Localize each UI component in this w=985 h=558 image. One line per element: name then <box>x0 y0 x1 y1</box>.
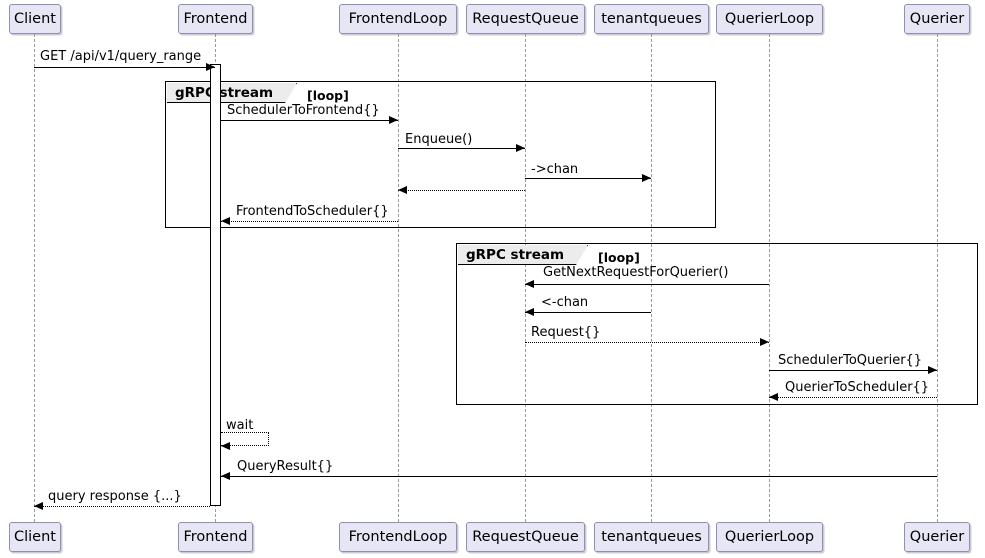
participant-querier-bottom[interactable]: Querier <box>904 522 970 552</box>
message-arrowhead-m6 <box>221 217 230 225</box>
participant-client-bottom[interactable]: Client <box>9 522 61 552</box>
participant-label: Querier <box>909 10 965 27</box>
lifeline-tenantqueues <box>651 34 652 522</box>
message-line-m10 <box>769 370 937 371</box>
message-label-m13: query response {...} <box>48 489 182 504</box>
participant-querierloop-top[interactable]: QuerierLoop <box>716 4 823 34</box>
frame-frontend-stream-tab: gRPC stream <box>167 83 297 103</box>
participant-client-top[interactable]: Client <box>9 4 61 34</box>
frame-tab-label: gRPC stream <box>175 84 274 101</box>
participant-querier-top[interactable]: Querier <box>904 4 970 34</box>
participant-label: RequestQueue <box>472 10 579 27</box>
frame-querier-stream <box>456 243 978 405</box>
frame-querier-stream-operator-label: [loop] <box>598 250 640 265</box>
participant-requestqueue-top[interactable]: RequestQueue <box>466 4 585 34</box>
message-label-m7: GetNextRequestForQuerier() <box>543 265 729 280</box>
message-line-m3 <box>398 148 525 149</box>
lifeline-querier <box>937 34 938 522</box>
self-message-label-s1: wait <box>226 418 254 433</box>
participant-label: tenantqueues <box>601 528 702 545</box>
message-line-m8 <box>525 312 651 313</box>
message-line-m4 <box>525 178 651 179</box>
message-arrowhead-m3 <box>516 144 525 152</box>
message-arrowhead-m11 <box>769 393 778 401</box>
participant-label: Client <box>14 10 56 27</box>
message-label-m3: Enqueue() <box>405 132 473 147</box>
message-arrowhead-m2 <box>389 116 398 124</box>
participant-label: QuerierLoop <box>724 528 815 545</box>
message-line-m1 <box>34 67 215 68</box>
message-arrowhead-m9 <box>760 338 769 346</box>
participant-frontendloop-bottom[interactable]: FrontendLoop <box>339 522 457 552</box>
participant-label: Client <box>14 528 56 545</box>
message-label-m1: GET /api/v1/query_range <box>40 49 202 64</box>
participant-tenantqueues-top[interactable]: tenantqueues <box>594 4 709 34</box>
message-label-m2: SchedulerToFrontend{} <box>227 103 380 118</box>
participant-label: FrontendLoop <box>348 10 448 27</box>
message-arrowhead-m7 <box>525 280 534 288</box>
message-label-m6: FrontendToScheduler{} <box>236 204 389 219</box>
message-arrowhead-m13 <box>34 502 43 510</box>
participant-frontendloop-top[interactable]: FrontendLoop <box>339 4 457 34</box>
frame-querier-stream-tab: gRPC stream <box>458 245 588 265</box>
participant-label: QuerierLoop <box>724 10 815 27</box>
frame-tab-label: gRPC stream <box>466 246 565 263</box>
activation-bar-frontend <box>210 64 221 506</box>
message-line-m7 <box>525 284 769 285</box>
message-arrowhead-m12 <box>221 472 230 480</box>
message-line-m5 <box>398 190 525 191</box>
participant-label: Frontend <box>183 528 248 545</box>
frame-frontend-stream <box>165 81 716 228</box>
participant-label: RequestQueue <box>472 528 579 545</box>
message-line-m13 <box>34 506 210 507</box>
participant-frontend-bottom[interactable]: Frontend <box>178 522 253 552</box>
participant-frontend-top[interactable]: Frontend <box>178 4 253 34</box>
message-line-m2 <box>221 120 398 121</box>
message-line-m9 <box>525 342 769 343</box>
participant-label: Querier <box>909 528 965 545</box>
message-arrowhead-m4 <box>642 174 651 182</box>
participant-requestqueue-bottom[interactable]: RequestQueue <box>466 522 585 552</box>
message-label-m12: QueryResult{} <box>237 459 334 474</box>
message-arrowhead-m1 <box>206 63 215 71</box>
lifeline-querierloop <box>769 34 770 522</box>
message-label-m9: Request{} <box>531 325 601 340</box>
participant-label: FrontendLoop <box>348 528 448 545</box>
message-arrowhead-m8 <box>525 308 534 316</box>
frame-frontend-stream-operator-label: [loop] <box>307 88 349 103</box>
self-message-box-s1 <box>221 432 269 446</box>
message-line-m11 <box>769 397 937 398</box>
message-line-m12 <box>221 476 937 477</box>
message-arrowhead-m10 <box>928 366 937 374</box>
message-label-m8: <-chan <box>541 295 589 310</box>
lifeline-client <box>34 34 35 522</box>
participant-tenantqueues-bottom[interactable]: tenantqueues <box>594 522 709 552</box>
lifeline-requestqueue <box>525 34 526 522</box>
participant-label: Frontend <box>183 10 248 27</box>
message-label-m10: SchedulerToQuerier{} <box>778 353 923 368</box>
lifeline-frontendloop <box>398 34 399 522</box>
message-label-m4: ->chan <box>531 162 579 177</box>
self-message-arrowhead-s1 <box>221 441 230 450</box>
participant-label: tenantqueues <box>601 10 702 27</box>
message-line-m6 <box>221 221 398 222</box>
message-arrowhead-m5 <box>398 186 407 194</box>
participant-querierloop-bottom[interactable]: QuerierLoop <box>716 522 823 552</box>
message-label-m11: QuerierToScheduler{} <box>785 380 930 395</box>
